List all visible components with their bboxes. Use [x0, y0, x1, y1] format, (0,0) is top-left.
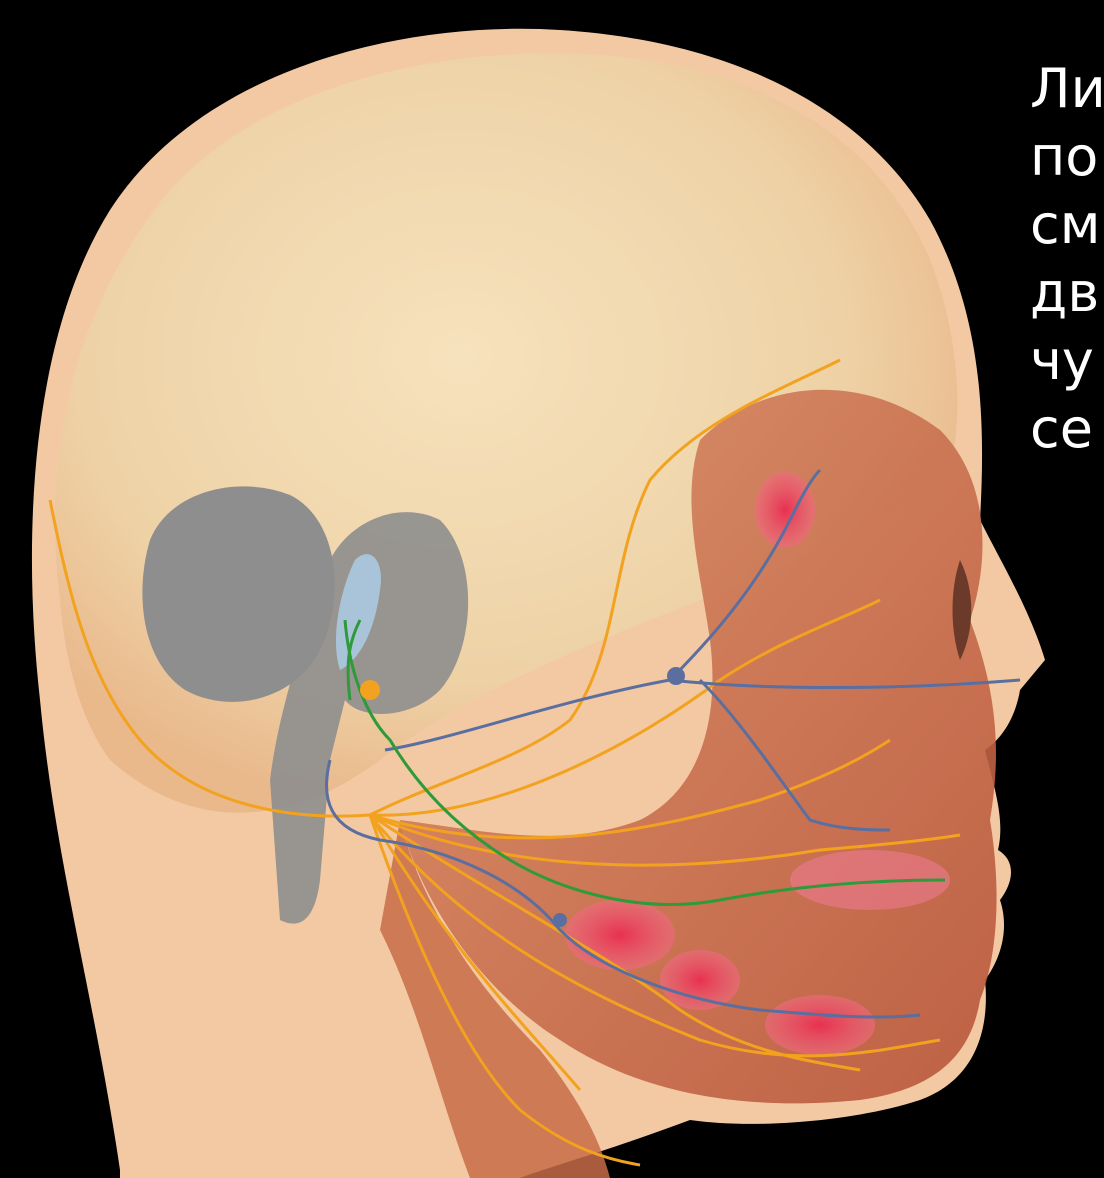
caption-text: Ли по см дв чу се	[1030, 55, 1104, 615]
sublingual-gland	[765, 995, 875, 1055]
caption-line: дв	[1030, 259, 1104, 327]
pterygopalatine-ganglion	[667, 667, 685, 685]
caption-line: чу	[1030, 327, 1104, 395]
caption-line: см	[1030, 191, 1104, 259]
caption-line: по	[1030, 123, 1104, 191]
caption-line: се	[1030, 395, 1104, 463]
geniculate-ganglion	[360, 680, 380, 700]
caption-line: Ли	[1030, 55, 1104, 123]
submandibular-ganglion	[553, 913, 567, 927]
lacrimal-gland	[755, 472, 815, 548]
parotid-gland	[565, 900, 675, 970]
submandibular-gland	[660, 950, 740, 1010]
